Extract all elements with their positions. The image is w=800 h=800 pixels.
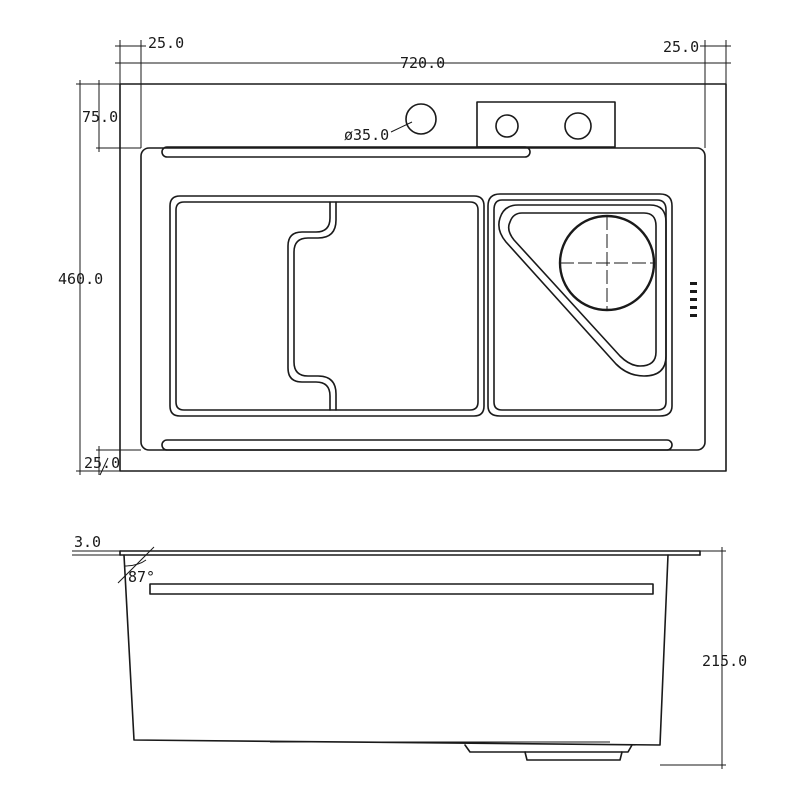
triangle-basket-outer [498, 204, 667, 377]
dim-overall-depth: 460.0 [58, 270, 103, 288]
hole-diameter-leader [390, 121, 413, 133]
main-compartment-outer [169, 195, 485, 417]
drain-compartment-inner [493, 199, 667, 411]
dim-wall-angle: 87° [128, 568, 155, 586]
dim-overall-width: 720.0 [400, 54, 445, 72]
dim-bottom-margin: 25.0 [84, 454, 120, 472]
dim-flange-thickness: 3.0 [74, 533, 101, 551]
dim-top-right-margin: 25.0 [663, 38, 699, 56]
side-rail [149, 583, 654, 595]
dim-top-left-margin: 25.0 [148, 34, 184, 52]
side-drain [464, 744, 633, 753]
dim-hole-diameter: ø35.0 [344, 126, 389, 144]
drain-compartment-outer [487, 193, 673, 417]
sink-outer-outline [119, 83, 727, 472]
main-compartment-inner [175, 201, 479, 411]
top-view-dimensions [76, 40, 731, 476]
top-view [119, 83, 727, 472]
overflow-slots [690, 282, 697, 317]
front-channel [161, 439, 673, 451]
accessory-hole-right [564, 112, 592, 140]
dim-bowl-depth: 215.0 [702, 652, 747, 670]
accessory-hole-left [495, 114, 519, 138]
triangle-basket-inner [507, 212, 657, 367]
faucet-hole [405, 103, 437, 135]
cutting-board-outline [287, 201, 331, 411]
dim-back-ledge: 75.0 [82, 108, 118, 126]
back-channel [161, 146, 531, 158]
cutting-board-inner [293, 201, 337, 411]
accessory-block [476, 101, 616, 148]
side-view [72, 546, 726, 769]
